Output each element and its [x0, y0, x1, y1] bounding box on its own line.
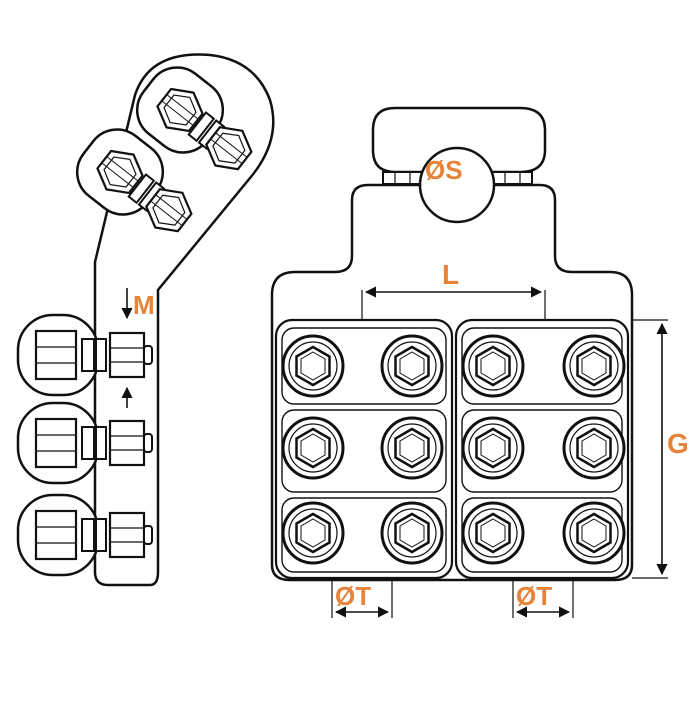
stud-diameter-label: ØS	[425, 155, 463, 185]
bolt-head	[281, 501, 345, 565]
bolt-head	[380, 416, 444, 480]
bolt-diameter-label-left: ØT	[335, 581, 371, 611]
bolt-head	[461, 334, 525, 398]
bolt-assembly-top-2	[75, 128, 200, 241]
bolt-head	[562, 501, 626, 565]
bolt-assembly-2	[16, 401, 153, 485]
bolt-head	[281, 416, 345, 480]
bolt-head	[380, 501, 444, 565]
bolt-assembly-top-1	[135, 66, 260, 179]
bolt-assembly-3	[16, 493, 153, 577]
bolt-assembly-1	[16, 313, 153, 397]
stud-hole	[418, 184, 496, 224]
bolt-head	[562, 416, 626, 480]
bolt-diameter-label-right: ØT	[516, 581, 552, 611]
height-label: G	[667, 428, 689, 459]
slot-label: M	[133, 290, 155, 320]
bolt-head	[461, 501, 525, 565]
bolt-head	[281, 334, 345, 398]
side-view: M	[16, 53, 275, 587]
front-view: L ØS G ØT	[270, 106, 689, 618]
bolt-head	[562, 334, 626, 398]
spacing-label: L	[442, 259, 459, 290]
bolt-head	[380, 334, 444, 398]
bolt-head	[461, 416, 525, 480]
